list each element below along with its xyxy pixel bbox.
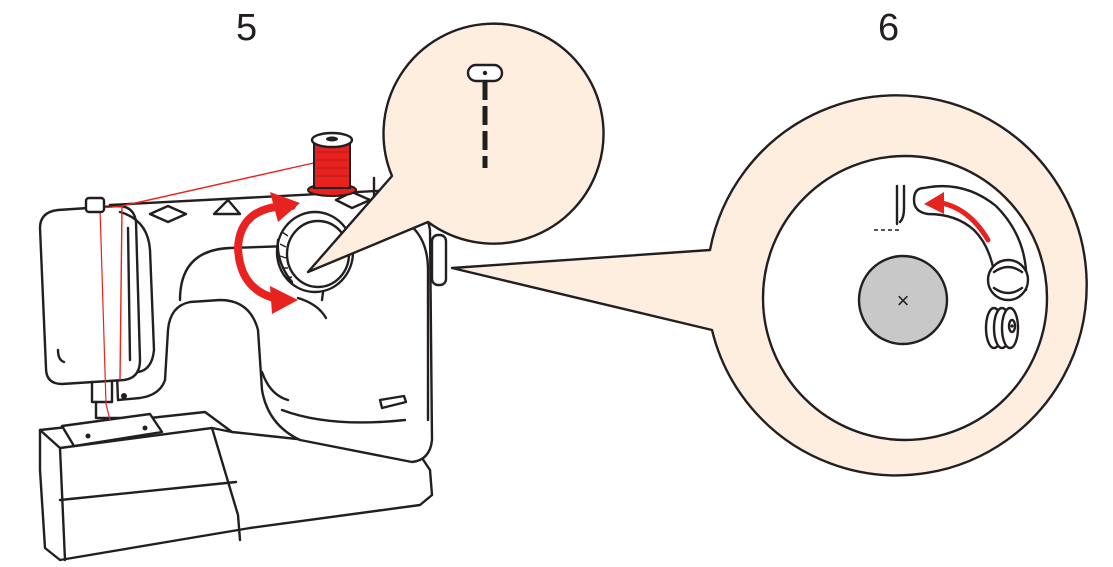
needle-callout [308,24,604,272]
thread-spool [308,133,356,196]
center-button[interactable]: × [859,256,947,344]
center-button-glyph: × [897,288,910,313]
bobbin-winder-pin [86,198,104,212]
bobbin-icon [986,308,1018,348]
machine-head [40,206,140,384]
